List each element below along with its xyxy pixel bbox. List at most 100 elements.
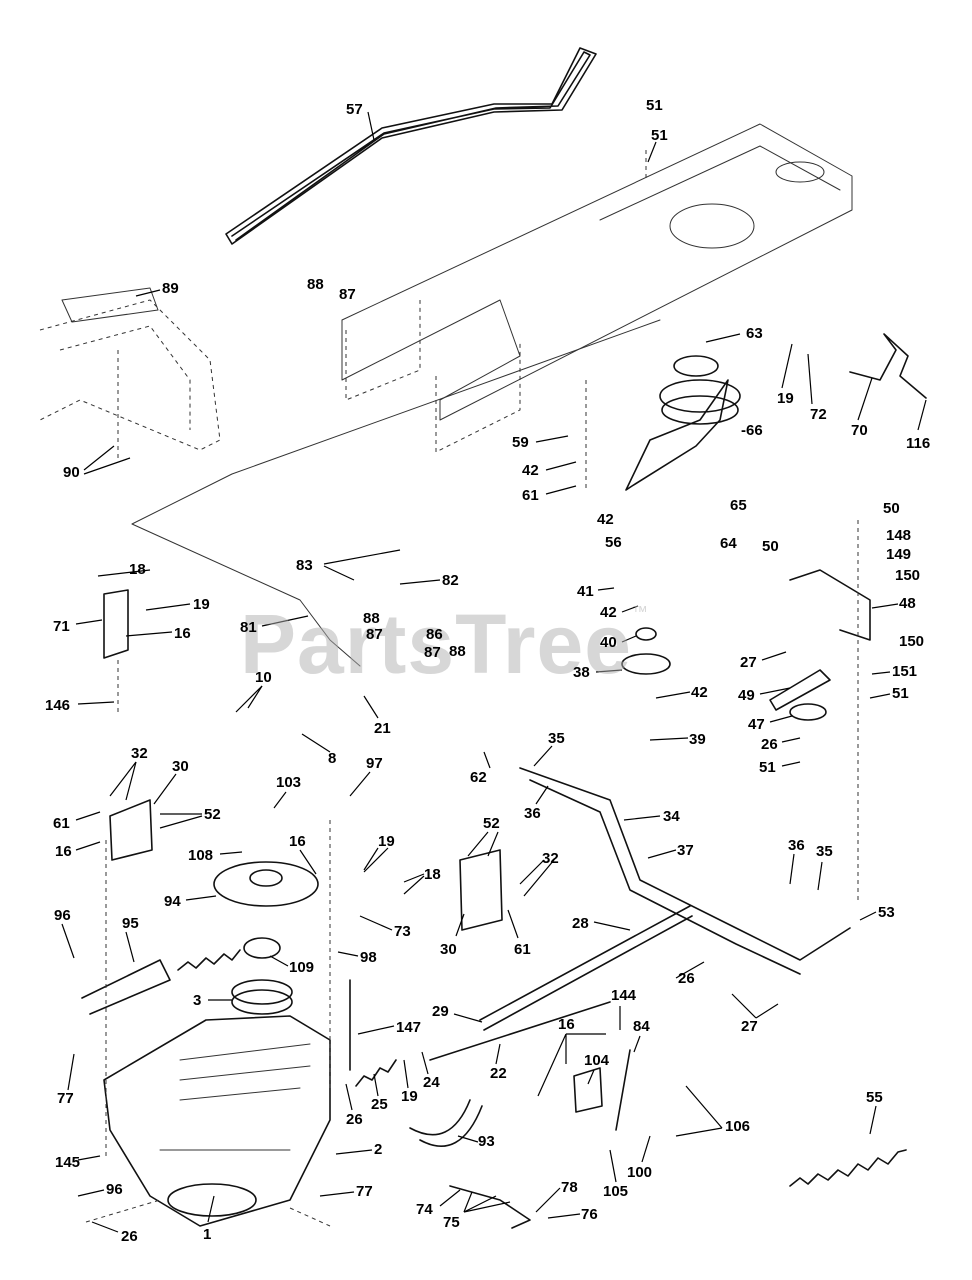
callout-103: 103: [276, 774, 302, 791]
callout-38: 38: [573, 664, 590, 681]
callout-61: 61: [522, 487, 539, 504]
idler-pulley: [673, 355, 719, 377]
callout-22: 22: [490, 1065, 507, 1082]
callout-36: 36: [524, 805, 541, 822]
callout-8: 8: [328, 750, 337, 767]
cross-shaft-edge: [529, 779, 801, 975]
callout-51: 51: [759, 759, 776, 776]
callout-35: 35: [548, 730, 565, 747]
callout-74: 74: [416, 1201, 433, 1218]
frame-hole: [669, 203, 755, 249]
spring: [789, 1149, 907, 1187]
callout-88: 88: [363, 610, 380, 627]
frame: [341, 123, 853, 421]
idler-pulley: [659, 379, 741, 413]
callout-84: 84: [633, 1018, 650, 1035]
bracket-right: [459, 849, 503, 931]
idler-pulley: [661, 395, 739, 425]
callout-50: 50: [762, 538, 779, 555]
callout-27: 27: [741, 1018, 758, 1035]
fender: [39, 299, 221, 451]
callout-24: 24: [423, 1074, 440, 1091]
callout-39: 39: [689, 731, 706, 748]
callout-19: 19: [401, 1088, 418, 1105]
callout-104: 104: [584, 1052, 610, 1069]
fan-hub: [249, 869, 283, 887]
callout-35: 35: [816, 843, 833, 860]
callout-108: 108: [188, 847, 214, 864]
callout-50: 50: [883, 500, 900, 517]
callout-42: 42: [522, 462, 539, 479]
callout-26: 26: [121, 1228, 138, 1245]
callout-90: 90: [63, 464, 80, 481]
callout-76: 76: [581, 1206, 598, 1223]
callout-56: 56: [605, 534, 622, 551]
callout-30: 30: [440, 941, 457, 958]
callout-72: 72: [810, 406, 827, 423]
callout-88: 88: [307, 276, 324, 293]
callout-1: 1: [203, 1226, 212, 1243]
callout-96: 96: [54, 907, 71, 924]
callout-26: 26: [761, 736, 778, 753]
callout-88: 88: [449, 643, 466, 660]
callout-96: 96: [106, 1181, 123, 1198]
callout-16: 16: [55, 843, 72, 860]
callout-98: 98: [360, 949, 377, 966]
callout-51: 51: [651, 127, 668, 144]
callout-53: 53: [878, 904, 895, 921]
frame-side-plate: [345, 300, 421, 401]
callout-116: 116: [906, 435, 931, 452]
callout-18: 18: [129, 561, 146, 578]
idler-pulley: [621, 653, 671, 675]
return-spring-wire: [849, 333, 927, 399]
callout-64: 64: [720, 535, 737, 552]
callout-48: 48: [899, 595, 916, 612]
callout-89: 89: [162, 280, 179, 297]
callout-16: 16: [174, 625, 191, 642]
callout-42: 42: [597, 511, 614, 528]
brake-lever: [449, 1185, 531, 1229]
callout-29: 29: [432, 1003, 449, 1020]
callout-3: 3: [193, 992, 202, 1009]
callout-41: 41: [577, 583, 594, 600]
callout-105: 105: [603, 1183, 629, 1200]
belt-keeper: [769, 669, 831, 711]
callout-19: 19: [193, 596, 210, 613]
callout-73: 73: [394, 923, 411, 940]
vertical-rod: [615, 1049, 631, 1131]
idler-pulley-small: [789, 703, 827, 721]
callout-18: 18: [424, 866, 441, 883]
callout-147: 147: [396, 1019, 422, 1036]
callout-82: 82: [442, 572, 459, 589]
callout-42: 42: [600, 604, 617, 621]
brake-rod-edge: [483, 915, 693, 1031]
belt-guide-wire: [625, 379, 729, 491]
drive-belt-inner: [231, 51, 591, 241]
callout-62: 62: [470, 769, 487, 786]
transaxle-pulley: [243, 937, 281, 959]
callout-47: 47: [748, 716, 765, 733]
callout-81: 81: [240, 619, 257, 636]
transaxle-axle: [167, 1183, 257, 1217]
callout-94: 94: [164, 893, 181, 910]
transaxle-pulley: [231, 989, 293, 1015]
pedal-pad: [61, 287, 159, 323]
callout-34: 34: [663, 808, 680, 825]
callout-52: 52: [483, 815, 500, 832]
callout-144: 144: [611, 987, 637, 1004]
callout-93: 93: [478, 1133, 495, 1150]
drive-belt: [225, 47, 597, 245]
callout-19: 19: [777, 390, 794, 407]
callout-150: 150: [895, 567, 921, 584]
callout-40: 40: [600, 634, 617, 651]
spring: [355, 1059, 397, 1087]
callout-145: 145: [55, 1154, 81, 1171]
callout-42: 42: [691, 684, 708, 701]
callout-95: 95: [122, 915, 139, 932]
transaxle-pulley: [231, 979, 293, 1005]
callout-100: 100: [627, 1164, 653, 1181]
axle-line: [85, 1199, 331, 1227]
callout-106: 106: [725, 1118, 751, 1135]
callout-49: 49: [738, 687, 755, 704]
